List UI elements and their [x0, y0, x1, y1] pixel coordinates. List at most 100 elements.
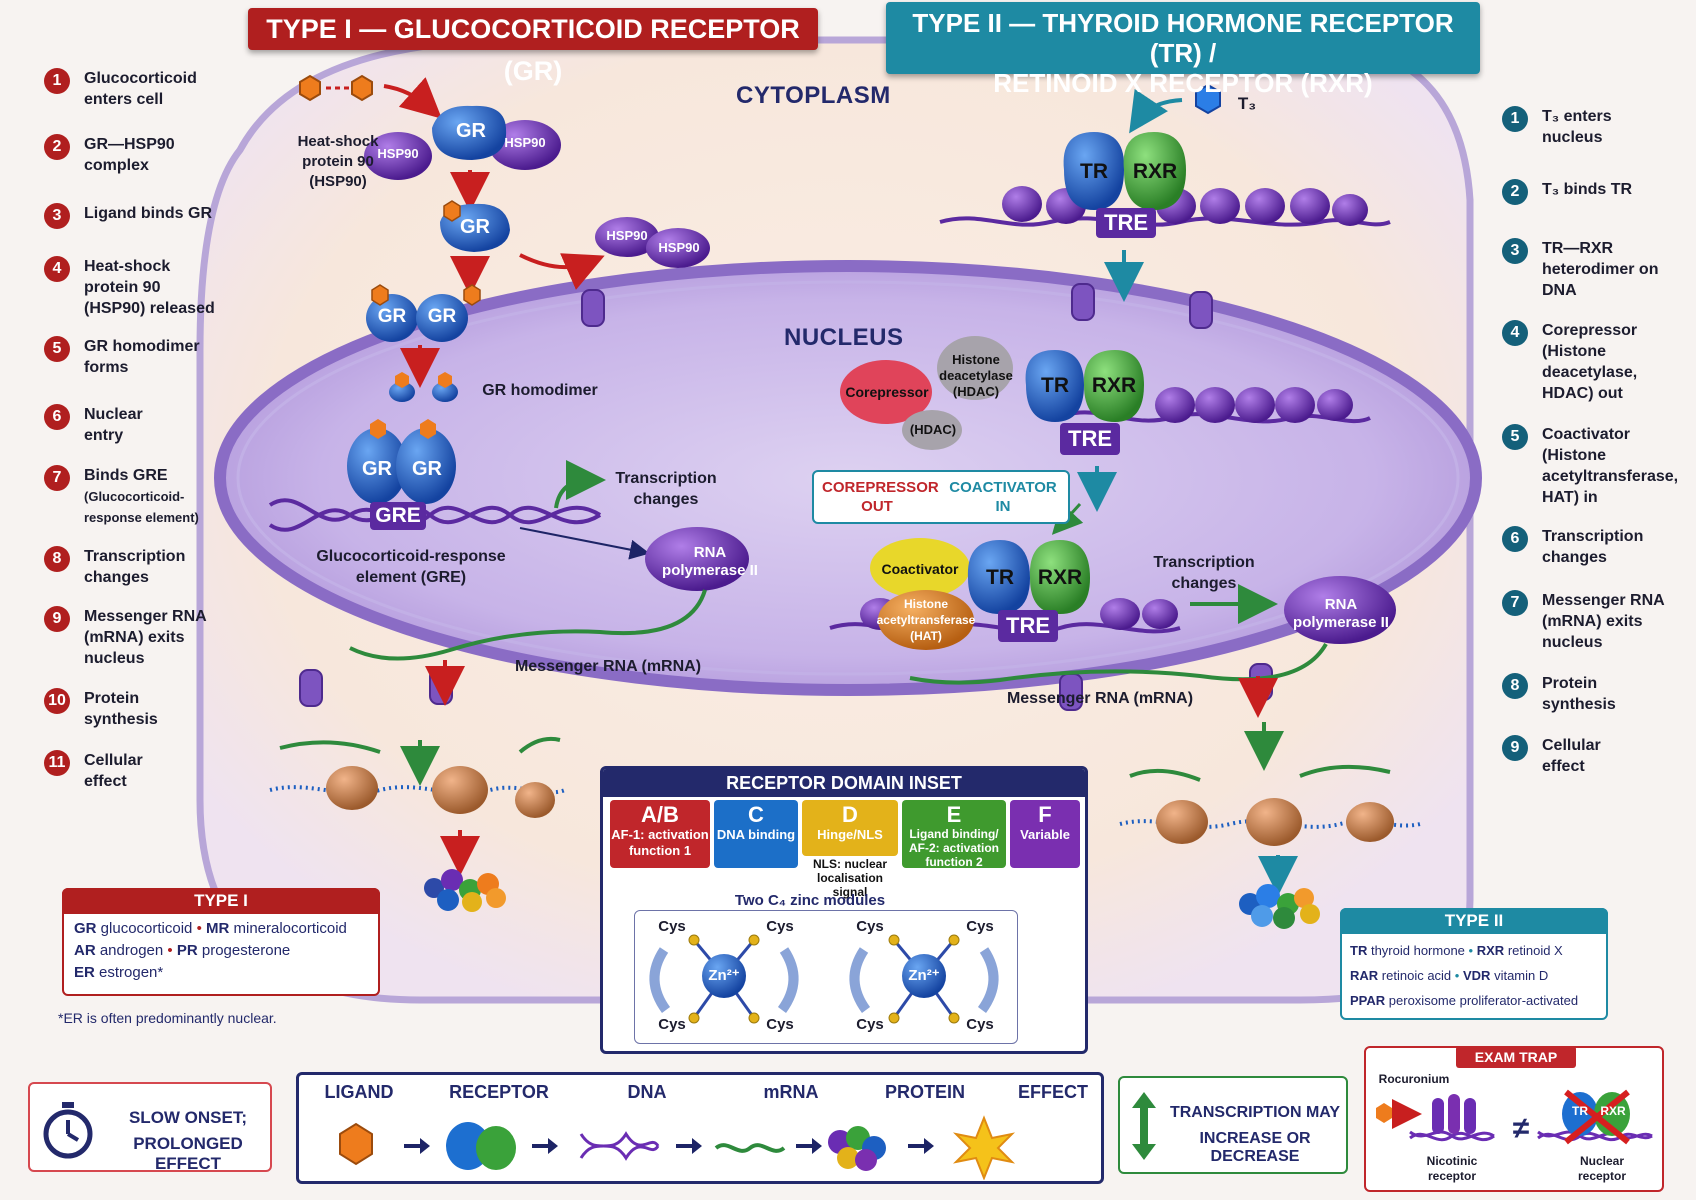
receptor-abbr: MR [206, 920, 230, 937]
exam-trap-box: EXAM TRAP Rocuronium TR RXR ≠ Nicotinic … [1364, 1046, 1664, 1192]
t3-label: T₃ [1237, 94, 1257, 113]
corepressor: Corepressor [845, 384, 929, 400]
flow-protein: PROTEIN [884, 1082, 965, 1102]
type2-mrna-label: Messenger RNA (mRNA) [1006, 690, 1194, 707]
step-number: 7 [1502, 590, 1528, 616]
step-number: 6 [44, 404, 70, 430]
step-text: Nuclear entry [84, 406, 143, 444]
switch-out: COREPRESSOR OUT [822, 479, 939, 515]
receptor-abbr: TR [1350, 943, 1368, 958]
type2-line: PPAR peroxisome proliferator-activated [1350, 988, 1598, 1013]
flow-dna: DNA [627, 1082, 667, 1102]
nucleus-label: NUCLEUS [784, 324, 904, 351]
step-number: 4 [1502, 320, 1528, 346]
coactivator: Coactivator [881, 561, 959, 577]
step-text: Ligand binds GR [84, 205, 212, 222]
receptor-abbr: ER [74, 964, 95, 981]
hsp90-released: HSP90 [606, 228, 648, 243]
nuclear-receptor-label: Nuclear receptor [1577, 1154, 1627, 1183]
domain-letter: A/B [641, 802, 679, 827]
step-number: 1 [1502, 106, 1528, 132]
type2-receptor-box: TYPE II TR thyroid hormone • RXR retinoi… [1340, 908, 1608, 1020]
receptor-name: retinoid X [1507, 943, 1563, 958]
star-effect-icon [952, 1115, 1016, 1180]
inset-title: RECEPTOR DOMAIN INSET [603, 769, 1085, 797]
hsp90-left: HSP90 [377, 146, 419, 161]
domain-desc: Hinge/NLS [817, 827, 883, 842]
step-text: Protein synthesis [1542, 675, 1616, 713]
domain-letter: D [842, 802, 858, 827]
flow-icons [339, 1115, 1016, 1180]
step-number: 9 [44, 606, 70, 632]
domain-desc: DNA binding [716, 827, 796, 842]
hdac: Histone deacetylase (HDAC) [939, 352, 1013, 399]
type2-box-title: TYPE II [1340, 908, 1608, 934]
step-number: 7 [44, 465, 70, 491]
step-text: Messenger RNA (mRNA) exits nucleus [1542, 592, 1665, 651]
receptor-abbr: PPAR [1350, 993, 1386, 1008]
type1-mrna-label: Messenger RNA (mRNA) [514, 658, 702, 675]
step-text: T₃ binds TR [1542, 181, 1633, 198]
step-text: Cellular effect [1542, 737, 1601, 775]
tre-box: TRE [1006, 613, 1050, 638]
cys-label: Cys [966, 1016, 994, 1033]
left-step: 9 Messenger RNA (mRNA) exits nucleus [44, 606, 207, 669]
step-text: Binds GRE(Glucocorticoid- response eleme… [84, 465, 199, 528]
domain-letter: C [748, 802, 764, 827]
cytoplasm-label: CYTOPLASM [736, 82, 891, 109]
type2-title: TYPE II — THYROID HORMONE RECEPTOR (TR) … [886, 2, 1480, 98]
receptor-abbr: VDR [1462, 968, 1491, 983]
exam-trap-rxr: RXR [1600, 1104, 1626, 1118]
exam-trap-title: EXAM TRAP [1456, 1046, 1576, 1068]
step-number: 10 [44, 688, 70, 714]
step-text: Messenger RNA (mRNA) exits nucleus [84, 608, 207, 667]
hsp90-released: HSP90 [658, 240, 700, 255]
mrna-icon [714, 1143, 786, 1153]
receptor-name: estrogen* [99, 964, 164, 981]
gr-dimer-right: GR [427, 306, 457, 327]
right-step: 7 Messenger RNA (mRNA) exits nucleus [1502, 590, 1665, 653]
type2-transcription-label: Transcription changes [1153, 554, 1255, 592]
receptor-name: mineralocorticoid [233, 920, 347, 937]
flow-receptor: RECEPTOR [449, 1082, 549, 1102]
domain-desc: Ligand binding/ AF-2: activation functio… [908, 827, 999, 869]
flow-mrna: mRNA [763, 1082, 819, 1102]
gre-label: Glucocorticoid-response element (GRE) [316, 548, 506, 586]
onset-line2: PROLONGED EFFECT [133, 1134, 243, 1173]
receptor-name: vitamin D [1494, 968, 1549, 983]
type2-title-line1: TYPE II — THYROID HORMONE RECEPTOR (TR) … [912, 8, 1454, 68]
receptor-name: glucocorticoid [100, 920, 193, 937]
type2-title-line2: RETINOID X RECEPTOR (RXR) [993, 68, 1373, 98]
stopwatch-icon [43, 1102, 93, 1159]
step-text: Cellular effect [84, 752, 143, 790]
cys-label: Cys [966, 918, 994, 935]
step-text: Coactivator (Histone acetyltransferase, … [1542, 426, 1679, 506]
step-text-main: Binds GRE [84, 467, 168, 484]
step-text: Glucocorticoid enters cell [84, 70, 197, 108]
step-text: Corepressor (Histone deacetylase, HDAC) … [1542, 322, 1638, 402]
exam-trap-artwork [1376, 1089, 1653, 1145]
domain-letter: F [1038, 802, 1052, 827]
type1-line: GR glucocorticoid • MR mineralocorticoid [74, 920, 347, 937]
step-text: GR homodimer forms [84, 338, 200, 376]
receptor-name: progesterone [201, 942, 291, 959]
cys-label: Cys [856, 1016, 884, 1033]
type1-line: AR androgen • PR progesterone [74, 942, 291, 959]
step-text: Transcription changes [84, 548, 186, 586]
type2-rna-polymerase: RNA polymerase II [1293, 596, 1389, 631]
hsp90-label: Heat-shock protein 90 (HSP90) [297, 133, 379, 190]
